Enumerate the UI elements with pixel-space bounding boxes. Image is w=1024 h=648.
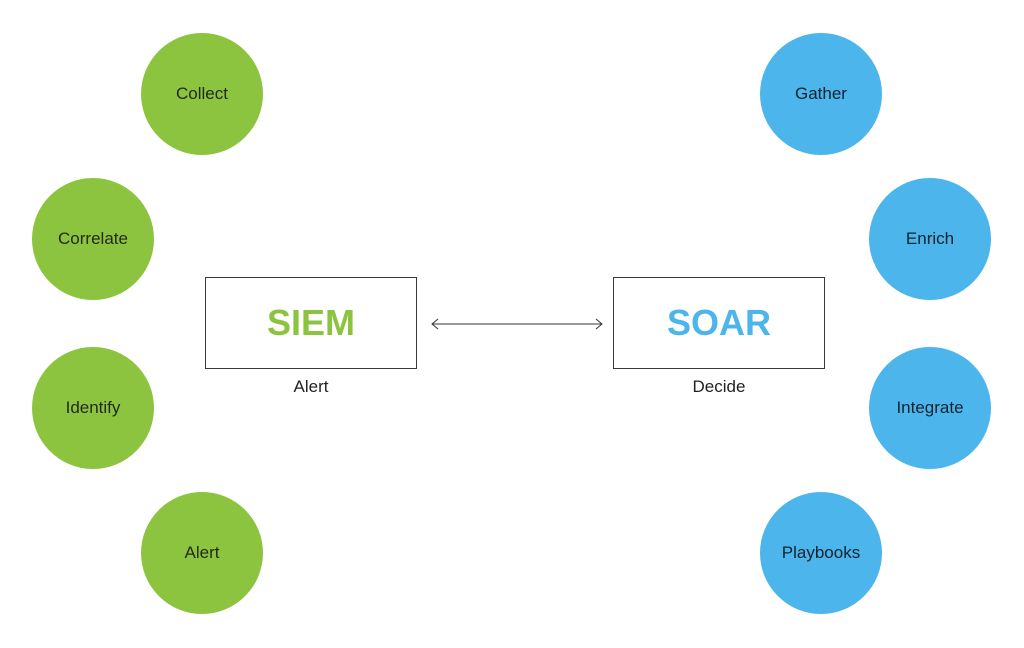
siem-step-label: Alert [184, 543, 220, 562]
soar-title: SOAR [666, 302, 771, 343]
soar-box: SOAR [613, 277, 825, 369]
soar-step-label: Playbooks [781, 543, 861, 562]
soar-step-enrich: Enrich [869, 178, 991, 300]
soar-caption: Decide [692, 377, 746, 396]
siem-caption: Alert [293, 377, 329, 396]
soar-step-label: Gather [795, 84, 847, 103]
soar-step-gather: Gather [760, 33, 882, 155]
siem-step-label: Identify [65, 398, 121, 417]
soar-step-playbooks: Playbooks [760, 492, 882, 614]
siem-title: SIEM [266, 302, 355, 343]
soar-step-label: Integrate [896, 398, 964, 417]
siem-step-label: Correlate [58, 229, 128, 248]
soar-step-label: Enrich [905, 229, 955, 248]
siem-box: SIEM [205, 277, 417, 369]
siem-step-collect: Collect [141, 33, 263, 155]
soar-step-integrate: Integrate [869, 347, 991, 469]
siem-step-correlate: Correlate [32, 178, 154, 300]
siem-step-label: Collect [176, 84, 228, 103]
siem-step-alert: Alert [141, 492, 263, 614]
siem-step-identify: Identify [32, 347, 154, 469]
bidirectional-arrow-icon [431, 318, 603, 330]
